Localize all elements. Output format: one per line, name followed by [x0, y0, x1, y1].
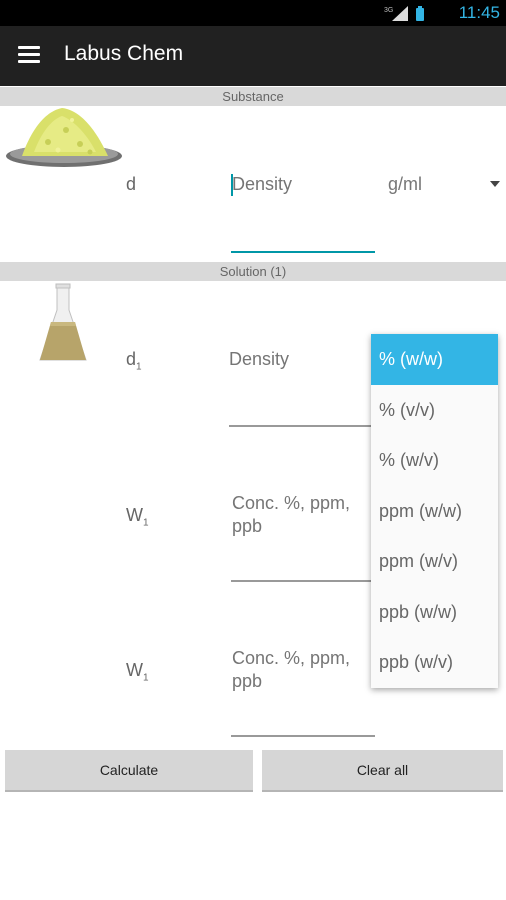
signal-icon	[392, 6, 408, 21]
app-title: Labus Chem	[64, 42, 184, 65]
dropdown-option-ppb-w-w[interactable]: ppb (w/w)	[379, 601, 458, 622]
concentration-symbol-2: W1	[126, 660, 149, 684]
dropdown-option-v-v-percent[interactable]: % (v/v)	[379, 399, 435, 420]
status-time: 11:45	[458, 3, 500, 22]
status-bar: 3G 11:45	[0, 0, 506, 26]
concentration-symbol-1: W1	[126, 505, 149, 529]
calculate-button[interactable]: Calculate	[5, 750, 253, 792]
hamburger-menu-icon[interactable]	[18, 46, 40, 66]
app-bar: Labus Chem	[0, 26, 506, 86]
substance-unit-select[interactable]: g/ml	[388, 174, 423, 194]
status-icons: 3G	[384, 6, 424, 21]
dropdown-option-ppb-w-v[interactable]: ppb (w/v)	[379, 652, 454, 672]
dropdown-option-w-v-percent[interactable]: % (w/v)	[379, 450, 439, 470]
chevron-down-icon[interactable]	[490, 181, 500, 187]
dropdown-option-w-w-percent[interactable]: % (w/w)	[371, 334, 498, 385]
concentration-underline-1	[231, 580, 375, 582]
clear-all-button[interactable]: Clear all	[262, 750, 503, 792]
solution-density-input[interactable]: Density	[229, 349, 290, 369]
substance-density-symbol: d	[126, 174, 137, 194]
solution-density-symbol: d1	[126, 349, 142, 373]
concentration-input-1[interactable]: Conc. %, ppm, ppb	[232, 493, 351, 536]
section-header-solution: Solution (1)	[0, 262, 506, 281]
dropdown-option-ppm-w-v[interactable]: ppm (w/v)	[379, 551, 459, 571]
text-cursor	[231, 174, 233, 196]
battery-icon	[416, 8, 424, 21]
dropdown-option-ppm-w-w[interactable]: ppm (w/w)	[379, 500, 463, 521]
substance-density-input[interactable]: Density	[232, 174, 293, 194]
powder-dish-image	[6, 108, 122, 167]
network-type-icon: 3G	[384, 7, 393, 14]
flask-image	[39, 283, 87, 361]
unit-dropdown-menu: % (w/w) % (v/v) % (w/v) ppm (w/w) ppm (w…	[371, 334, 498, 688]
section-header-substance: Substance	[0, 87, 506, 106]
concentration-underline-2	[231, 735, 375, 737]
solution-density-underline	[229, 425, 373, 427]
substance-density-underline	[231, 251, 375, 253]
concentration-input-2[interactable]: Conc. %, ppm, ppb	[232, 648, 351, 691]
